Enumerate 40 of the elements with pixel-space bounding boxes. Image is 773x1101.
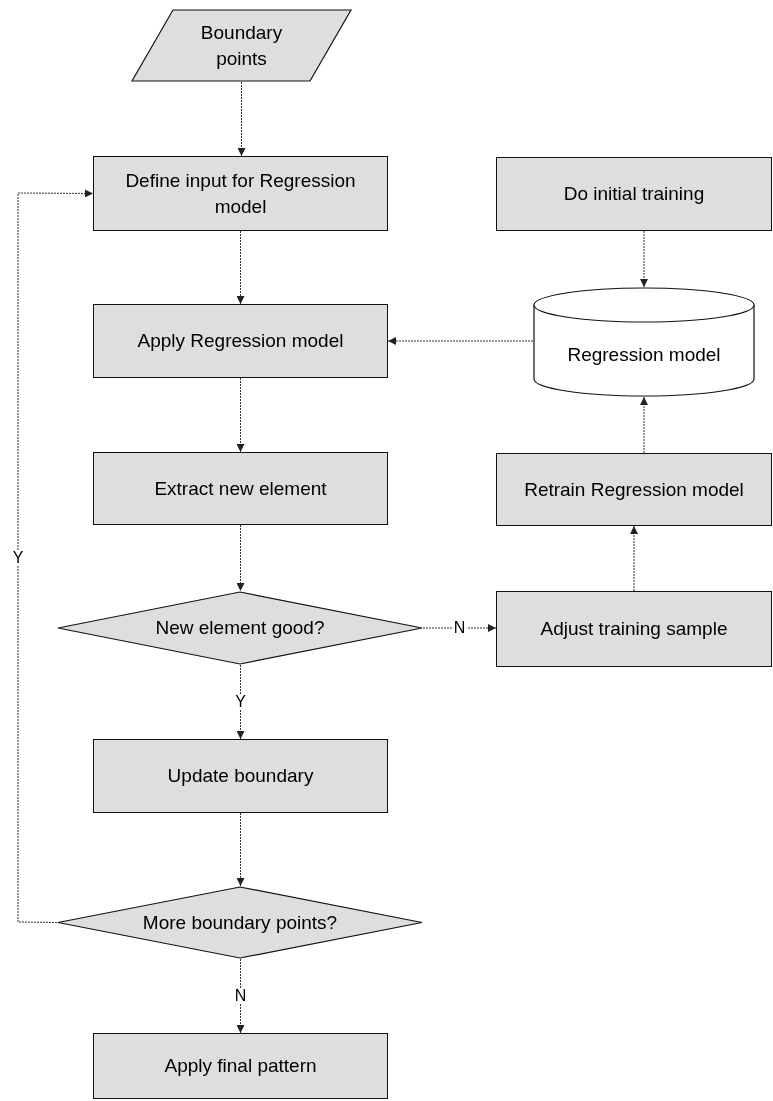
arrow (236, 812, 245, 887)
process-box (496, 453, 772, 526)
arrow (387, 337, 534, 345)
process-box (93, 156, 388, 231)
arrow (236, 664, 245, 740)
arrow (237, 81, 246, 157)
node-label: Update boundary (166, 764, 315, 788)
edge-label: Y (233, 694, 248, 710)
edge-label: N (451, 620, 468, 636)
arrow (236, 230, 245, 305)
arrow (236, 958, 245, 1034)
node-label: Adjust training sample (539, 617, 729, 641)
node-label: More boundary points? (141, 910, 339, 935)
node-label: Extract new element (153, 476, 328, 501)
arrow (640, 230, 648, 288)
decision-diamond (57, 591, 423, 665)
arrow (236, 377, 245, 453)
node-label: Retrain Regression model (523, 477, 745, 502)
arrow (17, 189, 94, 923)
node-label: Apply Regression model (136, 329, 345, 353)
arrow (630, 525, 638, 592)
node-label: Regression model (566, 343, 722, 367)
process-box (93, 304, 388, 378)
process-box (496, 591, 772, 667)
node-label: Define input for Regression model (124, 168, 357, 219)
decision-diamond (57, 886, 423, 959)
edge-label: Y (10, 549, 26, 566)
process-box (93, 1033, 388, 1099)
node-label: Boundary points (199, 20, 284, 71)
process-box (496, 157, 772, 231)
database-cylinder (533, 287, 755, 397)
process-box (93, 739, 388, 813)
process-box (93, 452, 388, 525)
node-label: Do initial training (562, 182, 706, 206)
node-label: New element good? (154, 616, 326, 640)
arrow (236, 524, 245, 592)
node-label: Apply final pattern (163, 1054, 318, 1078)
arrow (422, 624, 497, 632)
input-parallelogram (131, 9, 352, 82)
arrow (640, 396, 648, 454)
